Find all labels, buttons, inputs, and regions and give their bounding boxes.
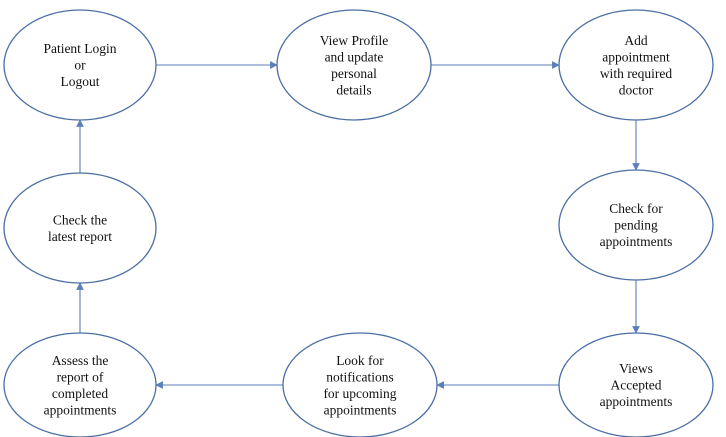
node-notify-label-line: for upcoming: [323, 386, 396, 401]
node-profile-label-line: View Profile: [320, 33, 389, 48]
node-add-label-line: doctor: [619, 82, 654, 97]
node-add-label-line: with required: [600, 66, 673, 81]
node-pending-shape: [558, 169, 714, 281]
node-login-label-line: Logout: [61, 74, 100, 89]
node-assess-label-line: completed: [52, 386, 108, 401]
node-profile-label-line: personal: [331, 66, 377, 81]
node-notify-label-line: notifications: [326, 369, 394, 384]
node-login-shape: [3, 9, 157, 121]
node-login-label-line: Patient Login: [43, 41, 116, 56]
node-profile-shape: [276, 9, 432, 121]
node-add-label-line: appointment: [602, 49, 670, 64]
node-accepted-shape: [558, 332, 714, 437]
node-notify-label-line: Look for: [336, 353, 384, 368]
node-assess-label-line: Assess the: [52, 353, 109, 368]
node-pending-label-line: pending: [614, 218, 658, 233]
node-accepted-label-line: Views: [619, 361, 653, 376]
node-report-label-line: latest report: [48, 229, 112, 244]
node-notify-label-line: appointments: [324, 402, 397, 417]
node-profile-label-line: and update: [325, 49, 384, 64]
node-add-shape: [558, 9, 714, 121]
node-report-shape: [3, 172, 157, 284]
node-assess-shape: [3, 332, 157, 437]
node-profile-label-line: details: [336, 82, 371, 97]
node-report-label-line: Check the: [53, 212, 107, 227]
node-accepted-label-line: Accepted: [611, 378, 662, 393]
node-assess-label-line: appointments: [44, 402, 117, 417]
node-add-label-line: Add: [624, 33, 647, 48]
node-notify-shape: [282, 332, 438, 437]
node-login-label-line: or: [74, 58, 86, 73]
node-assess-label-line: report of: [57, 369, 104, 384]
node-accepted-label-line: appointments: [600, 394, 673, 409]
node-pending-label-line: appointments: [600, 234, 673, 249]
node-pending-label-line: Check for: [609, 201, 663, 216]
node-report: Check the latest report: [3, 172, 157, 284]
